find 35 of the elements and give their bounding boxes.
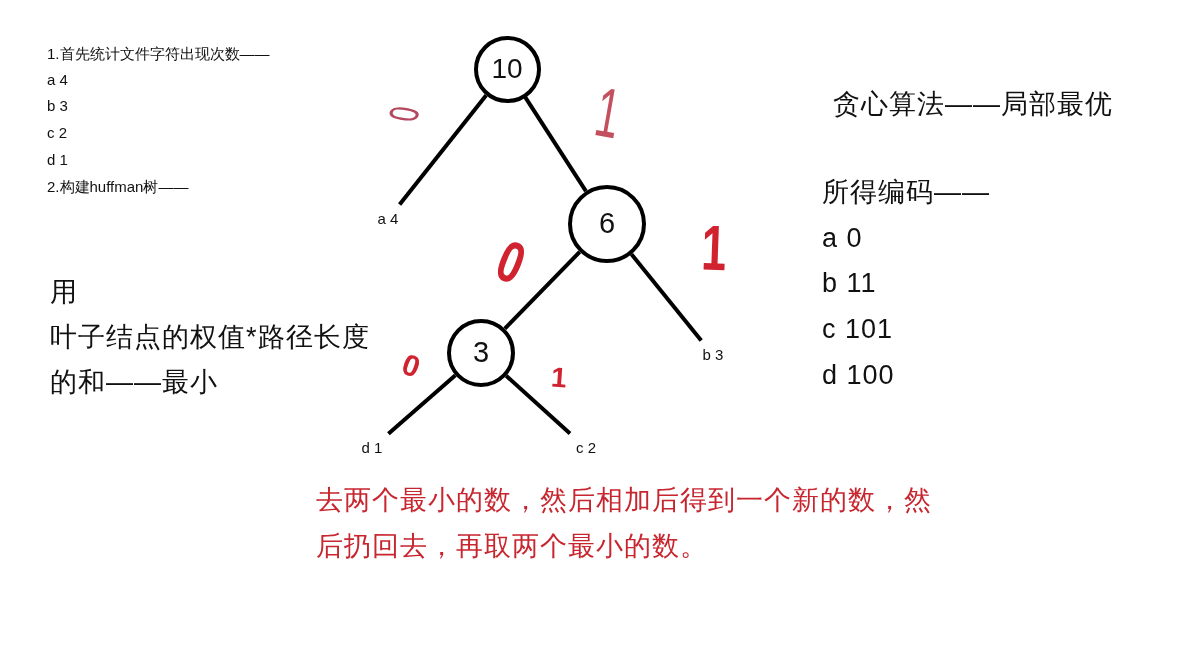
edge-label: 0 xyxy=(380,103,428,125)
edge-label: 1 xyxy=(590,76,626,150)
tree-edge xyxy=(629,253,703,342)
count-item: b 3 xyxy=(47,95,68,115)
code-item: c 101 xyxy=(822,313,894,346)
step-text: 1.首先统计文件字符出现次数—— xyxy=(47,43,270,63)
code-item: b 11 xyxy=(822,267,877,300)
tree-edge xyxy=(398,93,488,206)
count-item: a 4 xyxy=(47,69,68,89)
note-text: 去两个最小的数，然后相加后得到一个新的数，然后扔回去，再取两个最小的数。 xyxy=(316,484,933,563)
leaf-label: d 1 xyxy=(361,439,383,457)
list-heading: 所得编码—— xyxy=(822,176,990,209)
tree-edge xyxy=(387,373,457,436)
count-item: c 2 xyxy=(47,122,67,142)
tree-edge xyxy=(503,250,582,331)
code-item: d 100 xyxy=(822,359,895,392)
edge-label: 1 xyxy=(700,215,728,281)
note-text: 的和——最小 xyxy=(50,366,218,399)
tree-edge xyxy=(504,374,572,435)
leaf-label: b 3 xyxy=(702,346,724,364)
note-text: 用 xyxy=(50,276,78,309)
tree-edge xyxy=(523,96,588,193)
leaf-label: c 2 xyxy=(576,439,596,457)
edge-label: 0 xyxy=(398,349,424,383)
code-item: a 0 xyxy=(822,222,863,255)
edge-label: 1 xyxy=(550,363,568,393)
edge-label: 0 xyxy=(488,230,534,294)
tree-node: 3 xyxy=(447,319,515,387)
step-text: 2.构建huffman树—— xyxy=(47,176,189,196)
heading-text: 贪心算法——局部最优 xyxy=(833,88,1113,121)
count-item: d 1 xyxy=(47,149,68,169)
tree-node: 6 xyxy=(568,185,646,263)
tree-node: 10 xyxy=(473,35,541,103)
leaf-label: a 4 xyxy=(377,210,399,228)
note-text: 叶子结点的权值*路径长度 xyxy=(50,321,370,354)
